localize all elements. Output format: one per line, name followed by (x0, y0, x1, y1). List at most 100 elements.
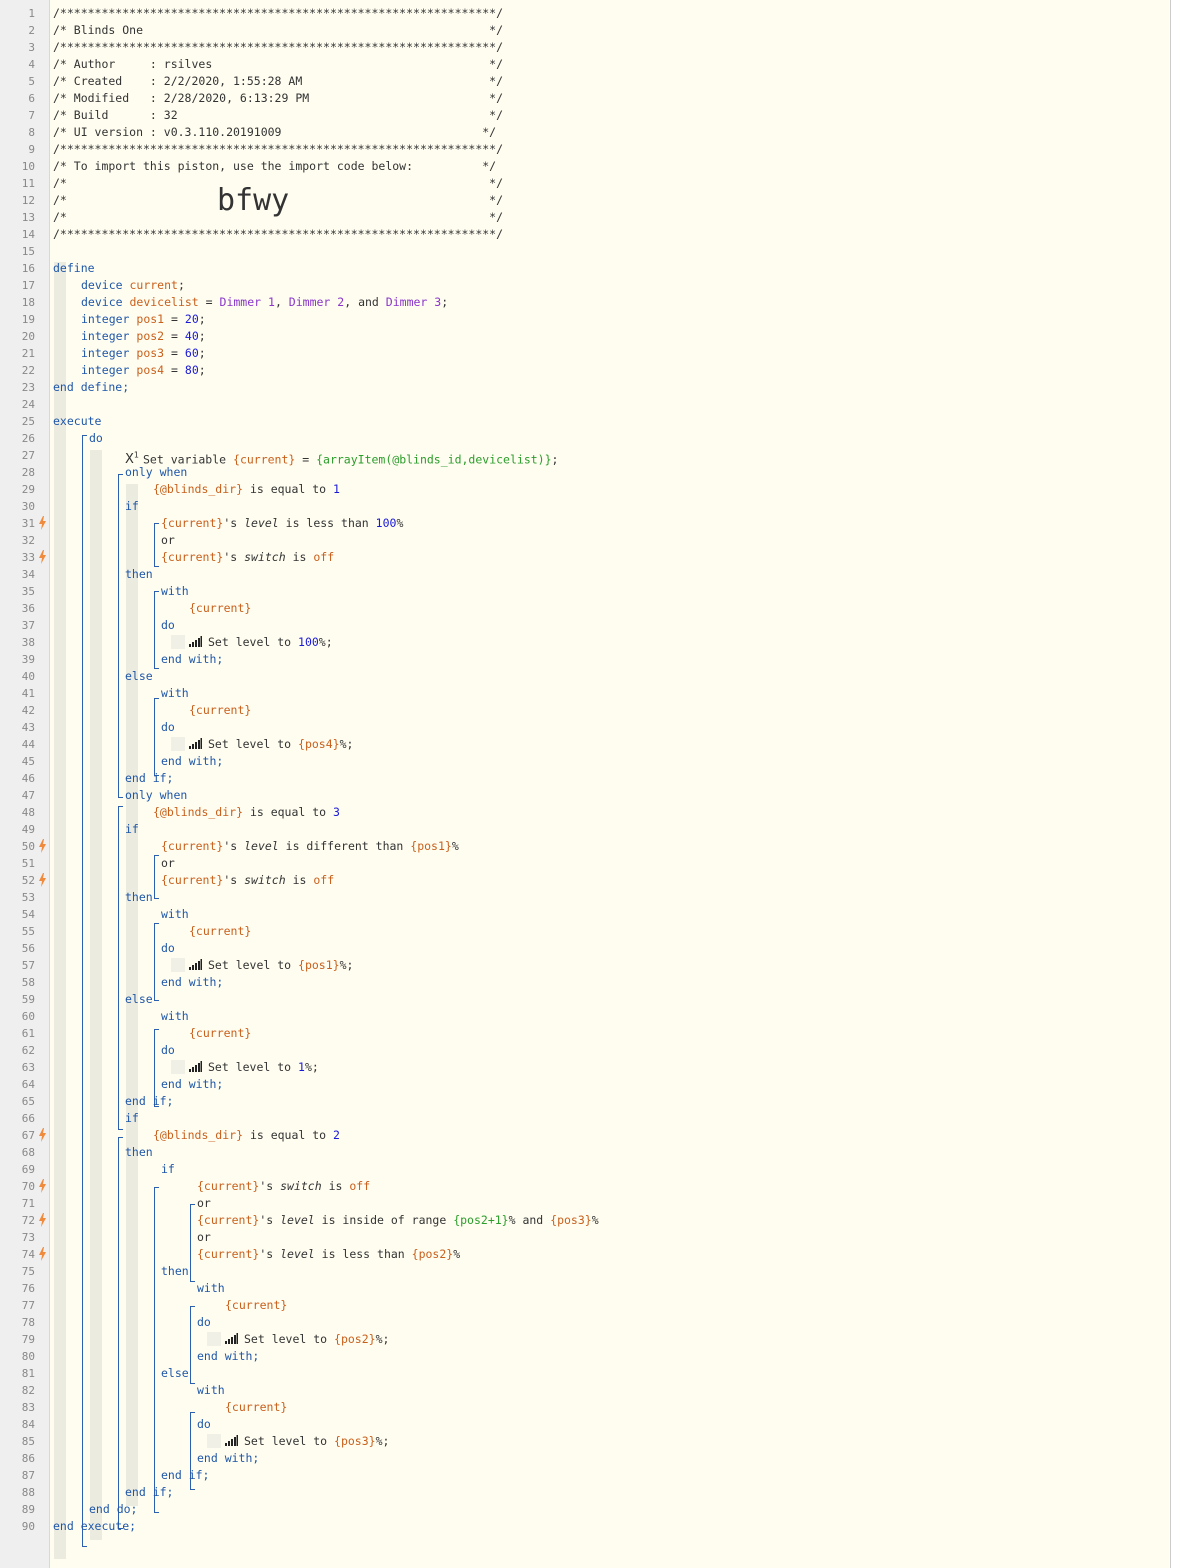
code-line[interactable]: do (161, 940, 175, 957)
define-keyword[interactable]: define (53, 260, 95, 277)
code-line[interactable]: with (197, 1280, 225, 1297)
statement-handle[interactable] (171, 635, 185, 649)
code-line[interactable]: {current} (225, 1297, 287, 1314)
code-line[interactable]: with (161, 1008, 189, 1025)
code-line[interactable]: Set level to {pos3}%; (207, 1433, 389, 1450)
code-line[interactable]: {@blinds_dir} is equal to 2 (153, 1127, 340, 1144)
code-line[interactable]: {current} (189, 600, 251, 617)
code-line[interactable]: then (125, 1144, 153, 1161)
code-line[interactable]: do (197, 1314, 211, 1331)
code-line[interactable]: do (89, 430, 103, 447)
line-number-row: 44 (0, 736, 49, 753)
code-line[interactable]: {current} (189, 702, 251, 719)
code-line[interactable]: end if; (125, 1484, 173, 1501)
block-bracket (190, 1306, 195, 1384)
code-line[interactable]: integer pos2 = 40; (81, 328, 206, 345)
code-line[interactable]: Set level to 1%; (171, 1059, 319, 1076)
code-line[interactable]: or (161, 532, 175, 549)
statement-handle[interactable] (207, 1434, 221, 1448)
code-line[interactable]: do (161, 719, 175, 736)
code-line[interactable]: if (161, 1161, 175, 1178)
code-line[interactable]: integer pos4 = 80; (81, 362, 206, 379)
comment-line[interactable]: /***************************************… (53, 141, 503, 158)
code-line[interactable]: only when (125, 787, 187, 804)
comment-line[interactable]: /* Blinds One */ (53, 22, 503, 39)
comment-line[interactable]: /* UI version : v0.3.110.20191009 */ (53, 124, 496, 141)
code-line[interactable]: if (125, 821, 139, 838)
code-line[interactable]: {current}'s level is different than {pos… (161, 838, 459, 855)
code-line[interactable]: integer pos3 = 60; (81, 345, 206, 362)
code-line[interactable]: end if; (161, 1467, 209, 1484)
code-line[interactable]: then (161, 1263, 189, 1280)
code-line[interactable]: Set level to {pos4}%; (171, 736, 353, 753)
code-line[interactable]: {current} (225, 1399, 287, 1416)
code-line[interactable]: {current}'s switch is off (161, 872, 334, 889)
code-line[interactable]: end with; (161, 651, 223, 668)
code-line[interactable]: or (197, 1195, 211, 1212)
comment-line[interactable]: /* */ (53, 192, 503, 209)
code-line[interactable]: do (197, 1416, 211, 1433)
code-line[interactable]: {current}'s level is less than {pos2}% (197, 1246, 460, 1263)
execute-keyword[interactable]: execute (53, 413, 101, 430)
code-line[interactable]: if (125, 1110, 139, 1127)
code-line[interactable]: Set level to 100%; (171, 634, 333, 651)
code-line[interactable]: or (197, 1229, 211, 1246)
comment-line[interactable]: /* */ (53, 209, 503, 226)
code-line[interactable]: {current} (189, 923, 251, 940)
import-code[interactable]: bfwy (217, 183, 290, 218)
line-number-row: 64 (0, 1076, 49, 1093)
code-line[interactable]: end with; (197, 1348, 259, 1365)
code-line[interactable]: {current}'s switch is off (161, 549, 334, 566)
comment-line[interactable]: /* Author : rsilves */ (53, 56, 503, 73)
code-line[interactable]: with (161, 906, 189, 923)
code-line[interactable]: end with; (197, 1450, 259, 1467)
statement-handle[interactable] (171, 1060, 185, 1074)
code-line[interactable]: or (161, 855, 175, 872)
comment-line[interactable]: /***************************************… (53, 226, 503, 243)
code-line[interactable]: Set level to {pos1}%; (171, 957, 353, 974)
code-line[interactable]: device devicelist = Dimmer 1, Dimmer 2, … (81, 294, 448, 311)
comment-line[interactable]: /***************************************… (53, 5, 503, 22)
code-line[interactable]: with (197, 1382, 225, 1399)
code-line[interactable]: end execute; (53, 1518, 136, 1535)
comment-line[interactable]: /* To import this piston, use the import… (53, 158, 496, 175)
line-number: 15 (21, 245, 35, 258)
statement-handle[interactable] (171, 737, 185, 751)
code-line[interactable]: {current}'s switch is off (197, 1178, 370, 1195)
comment-line[interactable]: /* */ (53, 175, 503, 192)
code-line[interactable]: {current}'s level is less than 100% (161, 515, 403, 532)
code-line[interactable]: Set level to {pos2}%; (207, 1331, 389, 1348)
code-line[interactable]: {@blinds_dir} is equal to 1 (153, 481, 340, 498)
code-token: {current} (225, 1298, 288, 1312)
code-line[interactable]: integer pos1 = 20; (81, 311, 206, 328)
code-line[interactable]: else (125, 991, 153, 1008)
comment-line[interactable]: /* Modified : 2/28/2020, 6:13:29 PM */ (53, 90, 503, 107)
code-line[interactable]: else (125, 668, 153, 685)
code-line[interactable]: {current} (189, 1025, 251, 1042)
code-line[interactable]: {current}'s level is inside of range {po… (197, 1212, 599, 1229)
comment-line[interactable]: /***************************************… (53, 39, 503, 56)
statement-handle[interactable] (171, 958, 185, 972)
code-line[interactable]: with (161, 685, 189, 702)
code-line[interactable]: end define; (53, 379, 129, 396)
code-line[interactable]: end with; (161, 753, 223, 770)
code-line[interactable]: end with; (161, 974, 223, 991)
comment-line[interactable]: /* Created : 2/2/2020, 1:55:28 AM */ (53, 73, 503, 90)
code-line[interactable]: else (161, 1365, 189, 1382)
code-line[interactable]: {@blinds_dir} is equal to 3 (153, 804, 340, 821)
comment-line[interactable]: /* Build : 32 */ (53, 107, 503, 124)
code-line[interactable]: do (161, 1042, 175, 1059)
code-line[interactable]: with (161, 583, 189, 600)
code-line[interactable]: then (125, 889, 153, 906)
code-line[interactable]: then (125, 566, 153, 583)
code-line[interactable]: end if; (125, 1093, 173, 1110)
code-line[interactable]: if (125, 498, 139, 515)
code-line[interactable]: device current; (81, 277, 185, 294)
code-line[interactable]: end if; (125, 770, 173, 787)
code-line[interactable]: only when (125, 464, 187, 481)
statement-handle[interactable] (207, 1332, 221, 1346)
code-line[interactable]: end do; (89, 1501, 137, 1518)
code-line[interactable]: end with; (161, 1076, 223, 1093)
code-line[interactable]: do (161, 617, 175, 634)
